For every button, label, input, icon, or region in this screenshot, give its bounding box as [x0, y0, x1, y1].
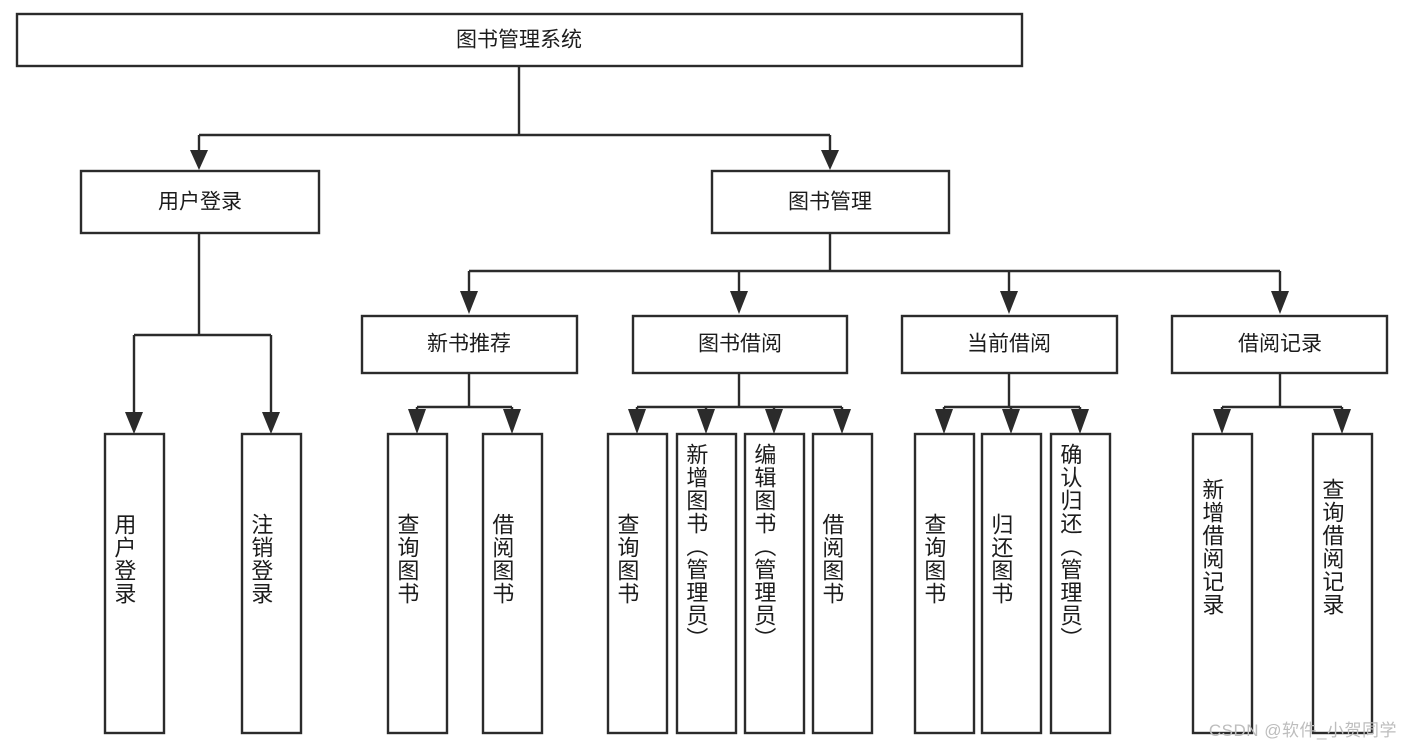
- arrow-head-bookborrow-leaf-2: [697, 409, 715, 434]
- arrow-head-records-leaf-2: [1333, 409, 1351, 434]
- arrow-head-newbook-leaf-2: [503, 409, 521, 434]
- node-leaf-bb-borrow-box[interactable]: [811, 432, 874, 735]
- connector-group-new-book: [408, 373, 521, 434]
- node-leaf-nb-borrow-box[interactable]: [481, 432, 544, 735]
- node-root-box[interactable]: [15, 12, 1024, 68]
- node-leaf-bb-add-box[interactable]: [675, 432, 738, 735]
- connector-group-borrow-records: [1213, 373, 1351, 434]
- node-borrow-records-box[interactable]: [1170, 314, 1389, 375]
- node-leaf-bb-edit-box[interactable]: [743, 432, 806, 735]
- connector-group-root: [190, 66, 839, 170]
- arrow-head-records-leaf-1: [1213, 409, 1231, 434]
- node-borrow-records-label: 借阅记录: [1238, 333, 1322, 356]
- arrow-head-book-borrow: [730, 291, 748, 314]
- node-current-borrow-label: 当前借阅: [967, 333, 1051, 356]
- connector-group-current-borrow: [935, 373, 1089, 434]
- node-current-borrow-box[interactable]: [900, 314, 1119, 375]
- node-leaf-bb-query-box[interactable]: [606, 432, 669, 735]
- arrow-head-currentborrow-leaf-3: [1071, 409, 1089, 434]
- arrow-head-bookborrow-leaf-1: [628, 409, 646, 434]
- arrow-head-currentborrow-leaf-2: [1002, 409, 1020, 434]
- arrow-head-currentborrow-leaf-1: [935, 409, 953, 434]
- node-user-login-label: 用户登录: [158, 191, 242, 214]
- node-book-mgmt-label: 图书管理: [788, 191, 872, 214]
- node-leaf-cb-query-box[interactable]: [913, 432, 976, 735]
- arrow-head-current-borrow: [1000, 291, 1018, 314]
- arrow-head-bookmgmt: [821, 150, 839, 170]
- connector-group-user-login: [125, 233, 280, 434]
- arrow-head-new-book: [460, 291, 478, 314]
- node-new-book-label: 新书推荐: [427, 333, 511, 356]
- node-book-borrow-label: 图书借阅: [698, 333, 782, 356]
- arrow-head-user-login-leaf: [125, 412, 143, 434]
- connector-group-book-borrow: [628, 373, 851, 434]
- arrow-head-borrow-records: [1271, 291, 1289, 314]
- arrow-head-logout-leaf: [262, 412, 280, 434]
- arrow-head-newbook-leaf-1: [408, 409, 426, 434]
- node-book-borrow-box[interactable]: [631, 314, 849, 375]
- arrow-head-login: [190, 150, 208, 170]
- node-new-book-box[interactable]: [360, 314, 579, 375]
- node-leaf-cb-confirm-box[interactable]: [1049, 432, 1112, 735]
- node-book-mgmt-box[interactable]: [710, 169, 951, 235]
- csdn-watermark: CSDN @软件_小贺同学: [1208, 721, 1397, 740]
- node-leaf-nb-query-box[interactable]: [386, 432, 449, 735]
- node-leaf-br-add-box[interactable]: [1191, 432, 1254, 735]
- arrow-head-bookborrow-leaf-3: [765, 409, 783, 434]
- node-user-login-box[interactable]: [79, 169, 321, 235]
- node-leaf-user-login-box[interactable]: [103, 432, 166, 735]
- arrow-head-bookborrow-leaf-4: [833, 409, 851, 434]
- node-leaf-cb-return-box[interactable]: [980, 432, 1043, 735]
- node-leaf-logout-box[interactable]: [240, 432, 303, 735]
- node-leaf-br-query-box[interactable]: [1311, 432, 1374, 735]
- node-root-label: 图书管理系统: [456, 29, 582, 52]
- connector-group-book-mgmt: [460, 233, 1289, 314]
